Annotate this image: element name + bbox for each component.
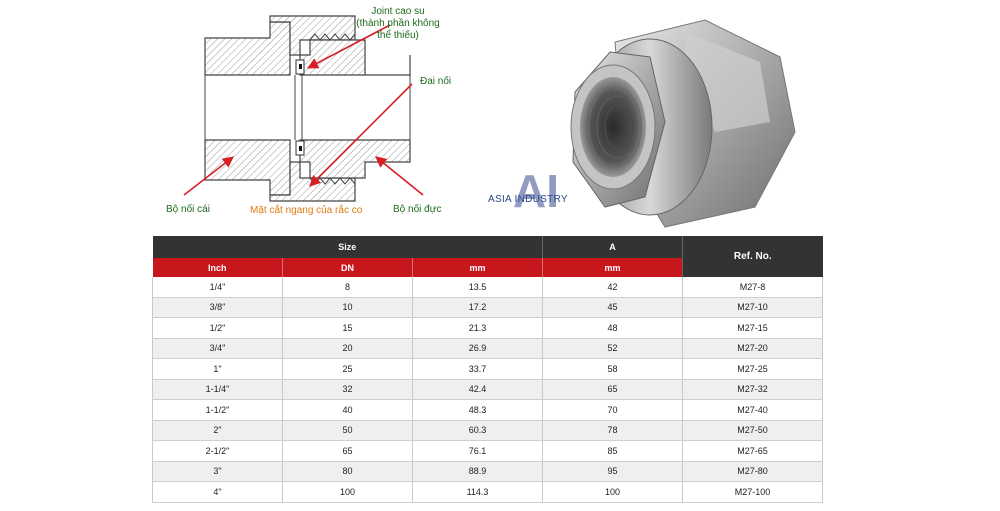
- header-dn: DN: [282, 258, 413, 277]
- cell-a: 95: [542, 461, 683, 482]
- cell-mm: 48.3: [412, 399, 543, 421]
- logo-mark: AI: [513, 165, 559, 217]
- cell-mm: 17.2: [412, 297, 543, 318]
- cell-inch: 1": [152, 358, 283, 380]
- arrow-female: [183, 156, 234, 196]
- cell-a: 52: [542, 338, 683, 359]
- cell-dn: 25: [282, 358, 413, 380]
- cell-dn: 8: [282, 277, 413, 298]
- female-fitting-shape: [204, 21, 291, 196]
- header-mm: mm: [412, 258, 543, 277]
- cell-ref: M27-100: [682, 481, 823, 503]
- table-header-unit-row: Inch DN mm mm: [152, 258, 823, 277]
- cell-a: 48: [542, 317, 683, 339]
- header-size: Size: [152, 236, 543, 258]
- cell-dn: 15: [282, 317, 413, 339]
- cell-inch: 1-1/2": [152, 399, 283, 421]
- cell-ref: M27-80: [682, 461, 823, 482]
- cell-a: 45: [542, 297, 683, 318]
- label-cross-section: Mặt cắt ngang của rắc co: [250, 203, 363, 216]
- cell-mm: 13.5: [412, 277, 543, 298]
- label-gasket-line3: thể thiếu): [377, 29, 419, 41]
- cell-mm: 114.3: [412, 481, 543, 503]
- cell-inch: 2-1/2": [152, 440, 283, 462]
- cell-a: 58: [542, 358, 683, 380]
- cell-a: 100: [542, 481, 683, 503]
- cell-dn: 20: [282, 338, 413, 359]
- cell-inch: 1-1/4": [152, 379, 283, 400]
- cell-inch: 1/4": [152, 277, 283, 298]
- cell-ref: M27-25: [682, 358, 823, 380]
- cell-mm: 76.1: [412, 440, 543, 462]
- cell-inch: 1/2": [152, 317, 283, 339]
- cell-ref: M27-40: [682, 399, 823, 421]
- cell-ref: M27-65: [682, 440, 823, 462]
- cell-inch: 3/8": [152, 297, 283, 318]
- cell-dn: 50: [282, 420, 413, 441]
- male-fitting-shape: [299, 39, 411, 179]
- header-inch: Inch: [152, 258, 283, 277]
- cell-dn: 80: [282, 461, 413, 482]
- cell-dn: 100: [282, 481, 413, 503]
- cell-mm: 42.4: [412, 379, 543, 400]
- cell-a: 85: [542, 440, 683, 462]
- cell-inch: 2": [152, 420, 283, 441]
- label-gasket-line2: (thành phần không: [356, 17, 439, 29]
- cell-dn: 65: [282, 440, 413, 462]
- arrow-male: [375, 156, 424, 196]
- union-fitting-photo: [570, 19, 796, 228]
- cell-ref: M27-10: [682, 297, 823, 318]
- cell-ref: M27-15: [682, 317, 823, 339]
- cell-mm: 88.9: [412, 461, 543, 482]
- label-gasket-line1: Joint cao su: [371, 6, 424, 17]
- logo-name: ASIA INDUSTRY: [488, 194, 568, 205]
- cell-dn: 10: [282, 297, 413, 318]
- cell-inch: 4": [152, 481, 283, 503]
- label-female-fitting: Bộ nối cái: [166, 203, 210, 215]
- cell-mm: 21.3: [412, 317, 543, 339]
- cell-mm: 33.7: [412, 358, 543, 380]
- cell-mm: 60.3: [412, 420, 543, 441]
- asia-industry-logo: AI ASIA INDUSTRY: [488, 165, 568, 217]
- table-header-group-row: Size A Ref. No.: [152, 236, 823, 277]
- union-cross-section-diagram: Joint cao su (thành phần không thể thiếu…: [166, 6, 451, 216]
- cell-a: 42: [542, 277, 683, 298]
- cell-a: 78: [542, 420, 683, 441]
- cell-inch: 3": [152, 461, 283, 482]
- label-nut: Đai nối: [420, 75, 451, 87]
- cell-inch: 3/4": [152, 338, 283, 359]
- label-male-fitting: Bộ nối đực: [393, 203, 441, 215]
- cell-ref: M27-8: [682, 277, 823, 298]
- arrow-nut: [309, 83, 413, 187]
- cell-ref: M27-50: [682, 420, 823, 441]
- cell-ref: M27-20: [682, 338, 823, 359]
- arrow-gasket: [307, 24, 391, 69]
- cell-a: 65: [542, 379, 683, 400]
- cell-mm: 26.9: [412, 338, 543, 359]
- cell-a: 70: [542, 399, 683, 421]
- cell-dn: 32: [282, 379, 413, 400]
- header-a: A: [542, 236, 683, 258]
- cell-ref: M27-32: [682, 379, 823, 400]
- header-a-unit: mm: [542, 258, 683, 277]
- header-ref-no: Ref. No.: [682, 236, 823, 277]
- cell-dn: 40: [282, 399, 413, 421]
